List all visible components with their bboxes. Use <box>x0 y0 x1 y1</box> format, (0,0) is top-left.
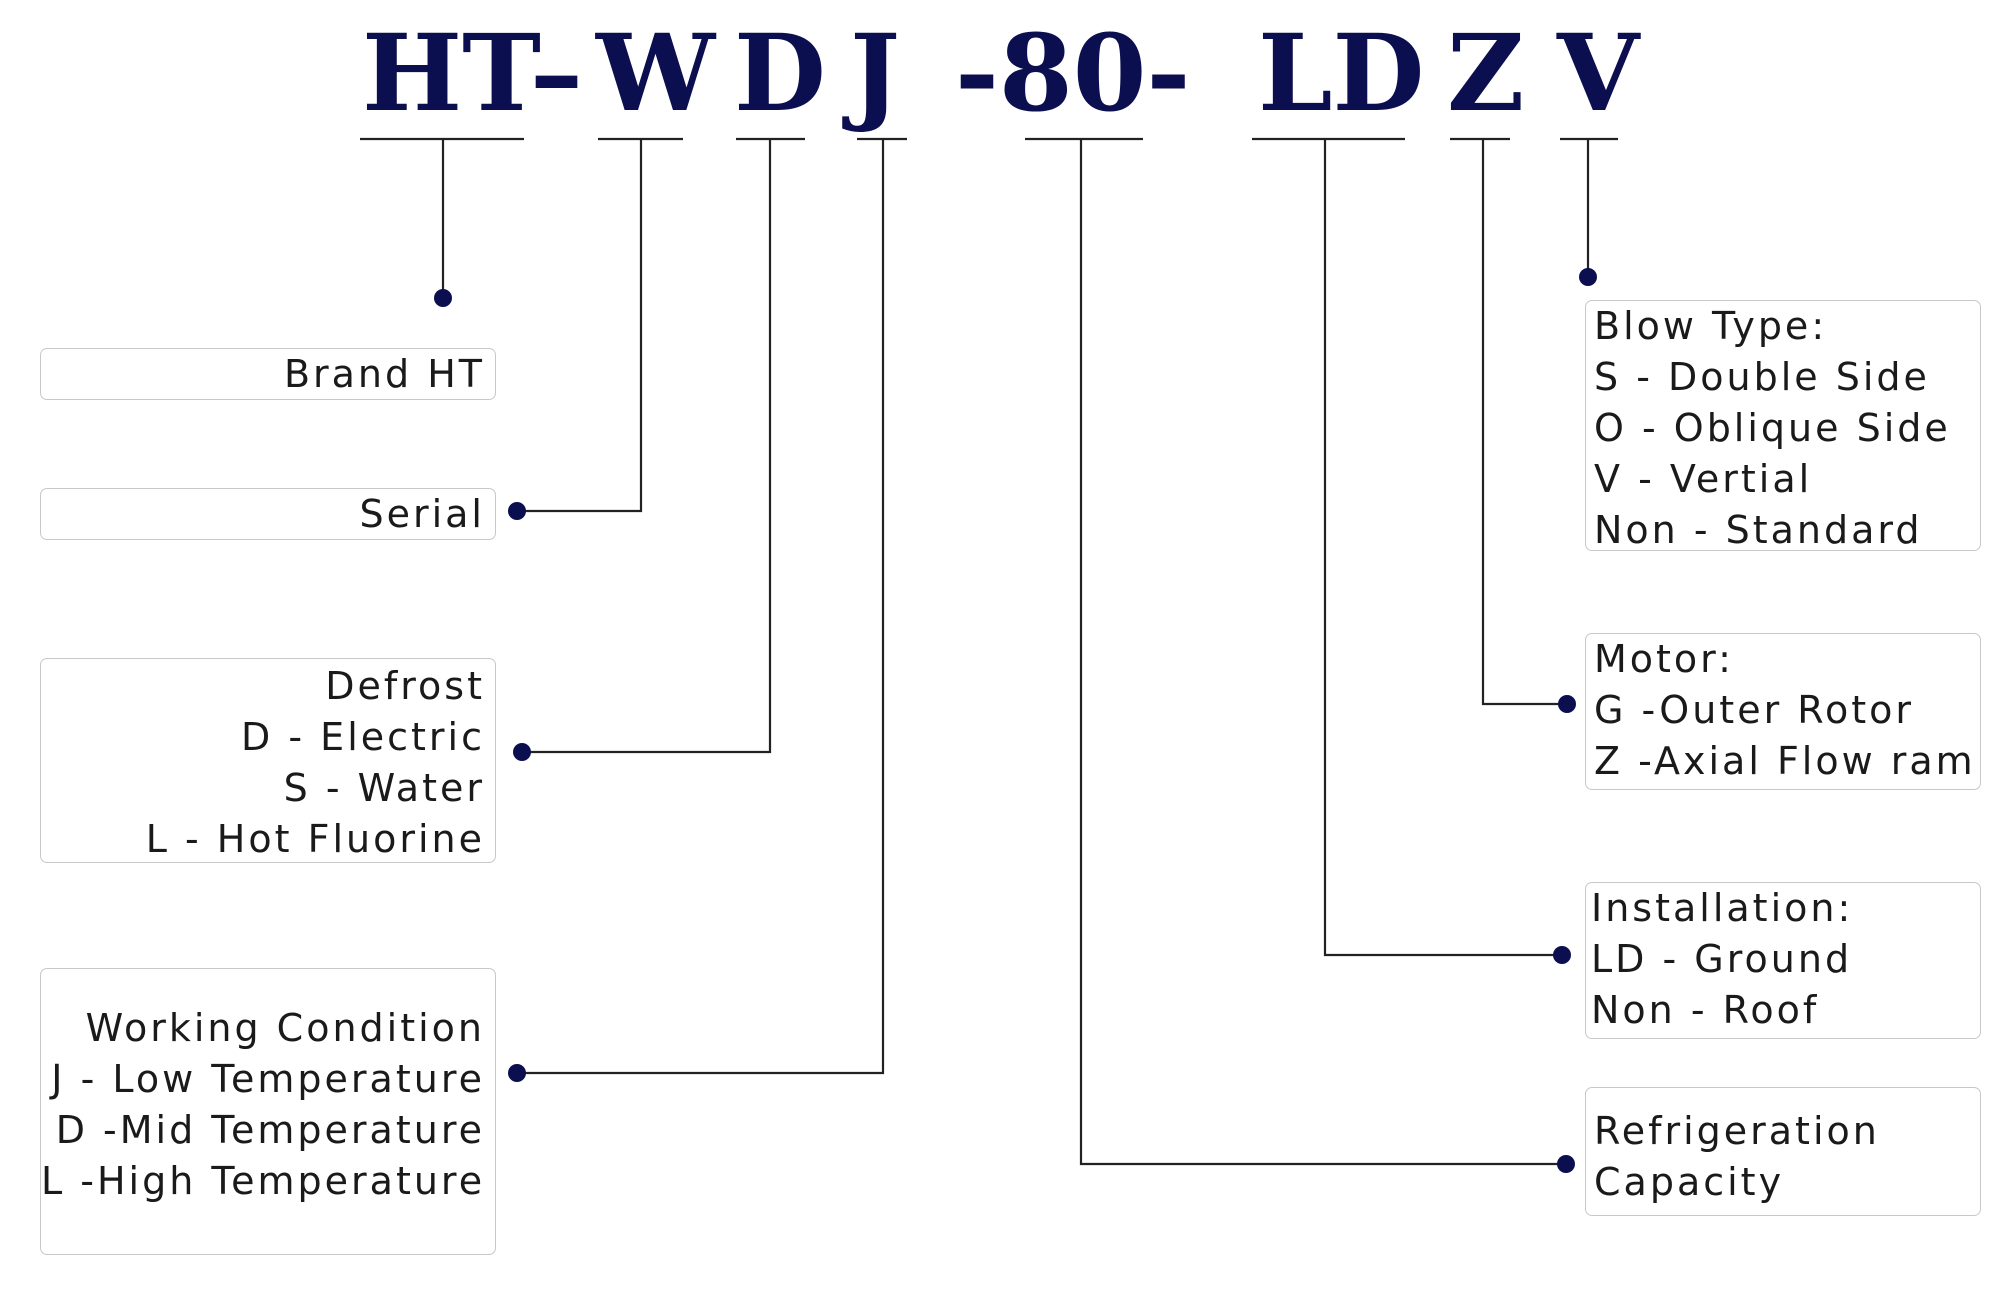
installation-line-2: Non - Roof <box>1591 988 1820 1032</box>
refrigeration-line-0: Refrigeration <box>1594 1109 1880 1153</box>
dot-serial <box>508 502 526 520</box>
defrost-line-2: S - Water <box>283 766 485 810</box>
condition-box: Working Condition J - Low Temperature D … <box>40 968 496 1255</box>
brand-box: Brand HT <box>40 348 496 400</box>
code-defrost: D <box>734 10 826 135</box>
motor-box: Motor: G -Outer Rotor Z -Axial Flow ram <box>1585 633 1981 790</box>
dot-defrost <box>513 743 531 761</box>
code-blow: V <box>1557 10 1640 135</box>
wire-capacity <box>1079 139 1566 1166</box>
code-capacity: -80- <box>955 10 1191 135</box>
refrigeration-box: Refrigeration Capacity <box>1585 1087 1981 1216</box>
dot-installation <box>1553 946 1571 964</box>
condition-line-2: D -Mid Temperature <box>55 1108 485 1152</box>
blow-line-1: S - Double Side <box>1594 355 1930 399</box>
blow-line-4: Non - Standard <box>1594 508 1923 552</box>
installation-line-1: LD - Ground <box>1591 937 1853 981</box>
wire-defrost <box>522 139 772 754</box>
motor-line-2: Z -Axial Flow ram <box>1594 739 1976 783</box>
defrost-line-1: D - Electric <box>241 715 485 759</box>
code-brand: HT <box>362 10 542 135</box>
dot-motor <box>1558 695 1576 713</box>
code-installation: LD <box>1258 10 1425 135</box>
defrost-box: Defrost D - Electric S - Water L - Hot F… <box>40 658 496 863</box>
defrost-line-3: L - Hot Fluorine <box>145 817 485 861</box>
code-dash: – <box>530 10 583 135</box>
code-motor: Z <box>1447 10 1525 135</box>
serial-box: Serial <box>40 488 496 540</box>
wire-condition <box>517 139 885 1075</box>
blow-line-0: Blow Type: <box>1594 304 1828 348</box>
refrigeration-line-1: Capacity <box>1594 1160 1785 1204</box>
condition-line-1: J - Low Temperature <box>51 1057 485 1101</box>
serial-line-0: Serial <box>359 492 485 536</box>
installation-box: Installation: LD - Ground Non - Roof <box>1585 882 1981 1039</box>
dot-condition <box>508 1064 526 1082</box>
blow-type-box: Blow Type: S - Double Side O - Oblique S… <box>1585 300 1981 552</box>
wire-motor <box>1481 139 1567 706</box>
code-serial: W <box>596 10 716 135</box>
installation-line-0: Installation: <box>1591 886 1854 930</box>
brand-line-0: Brand HT <box>283 352 485 396</box>
blow-line-3: V - Vertial <box>1594 457 1813 501</box>
dot-brand <box>434 289 452 307</box>
blow-line-2: O - Oblique Side <box>1594 406 1951 450</box>
motor-line-1: G -Outer Rotor <box>1594 688 1914 732</box>
condition-line-3: L -High Temperature <box>41 1159 486 1203</box>
code-condition: J <box>850 10 901 135</box>
motor-line-0: Motor: <box>1594 637 1734 681</box>
wire-serial <box>517 139 643 513</box>
defrost-line-0: Defrost <box>325 664 485 708</box>
wire-installation <box>1323 139 1562 957</box>
dot-capacity <box>1557 1155 1575 1173</box>
dot-blow <box>1579 268 1597 286</box>
condition-line-0: Working Condition <box>85 1006 485 1050</box>
